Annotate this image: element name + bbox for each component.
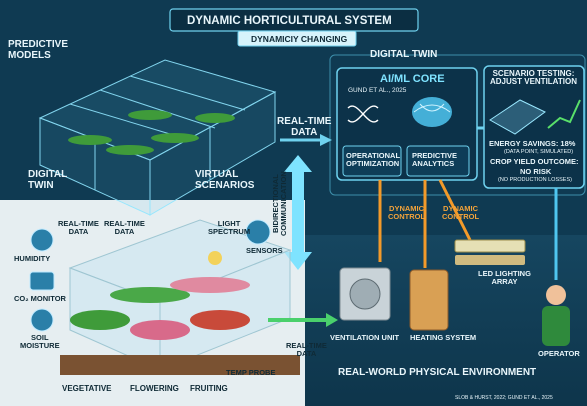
- stage-flowering: FLOWERING: [130, 384, 179, 393]
- soil-bed: [60, 355, 300, 375]
- digital-twin-section-label: DIGITAL TWIN: [370, 49, 438, 60]
- soil-moisture-icon: [30, 308, 54, 332]
- rtd-center-label: REAL-TIME DATA: [104, 219, 145, 236]
- humidity-label: HUMIDITY: [14, 254, 51, 263]
- digital-twin-label: DIGITAL TWIN: [28, 169, 68, 191]
- co2-monitor-icon: [29, 271, 55, 291]
- virtual-plants: [68, 110, 235, 155]
- bidirectional-arrow: [284, 155, 312, 270]
- operational-optimization-label: OPERATIONAL OPTIMIZATION: [346, 151, 401, 168]
- operator-label: OPERATOR: [538, 349, 580, 358]
- led-array-icon: [454, 239, 526, 265]
- heating-system-icon: [409, 269, 449, 331]
- predictive-models-label: PREDICTIVE MODELS: [8, 39, 69, 61]
- rtd-bottom-label: REAL-TIME DATA: [286, 341, 327, 358]
- stage-vegetative: VEGETATIVE: [62, 384, 112, 393]
- environment-label: REAL-WORLD PHYSICAL ENVIRONMENT: [338, 367, 537, 378]
- energy-savings-note: (DATA POINT, SIMULATED): [504, 149, 574, 155]
- dynamic-control-1: DYNAMIC CONTROL: [388, 204, 426, 221]
- op-opt-box: [342, 145, 402, 177]
- energy-savings-label: ENERGY SAVINGS: 18%: [489, 139, 576, 148]
- sensors-label: SENSORS: [246, 246, 283, 255]
- operator-icon: [542, 285, 570, 346]
- bidirectional-label: BIDIRECTIONAL COMMUNICATION: [271, 171, 288, 236]
- pred-analytics-box: [406, 145, 470, 177]
- crop-yield-note: (NO PRODUCTION LOSSES): [498, 177, 572, 183]
- light-spectrum-label: LIGHT SPECTRUM: [208, 219, 251, 236]
- humidity-icon: [30, 228, 54, 252]
- growth-chart-icon: [547, 99, 581, 129]
- sensors-icon: [245, 219, 271, 245]
- virtual-greenhouse: [38, 59, 277, 216]
- heating-label: HEATING SYSTEM: [410, 333, 477, 342]
- temp-probe-label: TEMP PROBE: [226, 368, 276, 377]
- led-label: LED LIGHTING ARRAY: [478, 269, 531, 286]
- digital-twin-frame: [329, 54, 586, 196]
- mini-greenhouse-icon: [489, 99, 546, 135]
- crop-yield-value: NO RISK: [520, 167, 552, 176]
- subtitle-banner: [237, 30, 357, 47]
- predictive-analytics-label: PREDICTIVE ANALYTICS: [412, 151, 458, 168]
- ai-core-citation: GUND ET AL., 2025: [348, 87, 407, 94]
- crop-rows: [70, 277, 250, 340]
- soil-moisture-label: SOIL MOISTURE: [20, 333, 60, 350]
- light-spectrum-icon: [208, 251, 222, 265]
- stage-fruiting: FRUITING: [190, 384, 228, 393]
- dynamic-control-2: DYNAMIC CONTROL: [442, 204, 480, 221]
- scenario-title: SCENARIO TESTING: ADJUST VENTILATION: [490, 69, 577, 87]
- virtual-scenarios-label: VIRTUAL SCENARIOS: [195, 169, 255, 191]
- real-time-data-top: REAL-TIME DATA: [277, 116, 332, 138]
- footer-citation: SLOB & HURST, 2022; GUND ET AL., 2025: [455, 395, 553, 401]
- brain-icon: [412, 97, 452, 127]
- rtd-left-label: REAL-TIME DATA: [58, 219, 99, 236]
- page-title: DYNAMIC HORTICULTURAL SYSTEM: [187, 15, 392, 27]
- crop-yield-label: CROP YIELD OUTCOME:: [490, 157, 579, 166]
- dna-icon: [347, 105, 379, 123]
- ai-core-title: AI/ML CORE: [380, 73, 445, 85]
- ventilation-label: VENTILATION UNIT: [330, 333, 400, 342]
- arrow-control-led: [438, 179, 472, 241]
- page-subtitle: DYNAMICIY CHANGING: [251, 34, 348, 44]
- co2-monitor-label: CO₂ MONITOR: [14, 294, 66, 303]
